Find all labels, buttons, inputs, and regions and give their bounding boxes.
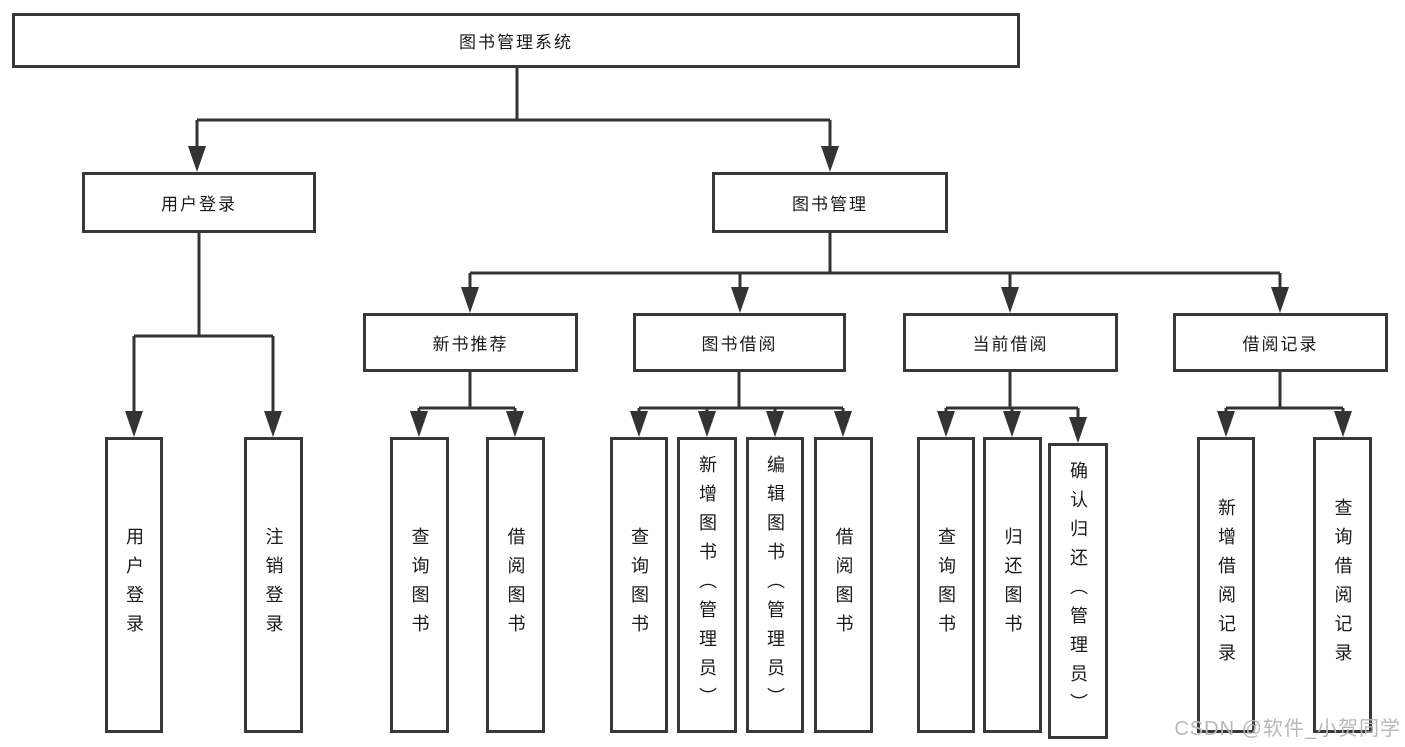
leaf-query-borrow-record-label: 查询借阅记录 (1332, 498, 1353, 672)
connector-user-login-branch (132, 233, 275, 415)
leaf-query-books-current: 查询图书 (917, 437, 975, 733)
leaf-query-books-recommend: 查询图书 (390, 437, 449, 733)
leaf-logout: 注销登录 (244, 437, 303, 733)
leaf-borrow-books-recommend-label: 借阅图书 (505, 527, 526, 643)
leaf-borrow-books-label: 借阅图书 (833, 527, 854, 643)
leaf-query-books-borrow-label: 查询图书 (629, 527, 649, 643)
node-library-system-label: 图书管理系统 (459, 33, 573, 52)
node-book-management: 图书管理 (712, 172, 948, 233)
node-book-borrowing: 图书借阅 (633, 313, 846, 372)
node-current-borrowing: 当前借阅 (903, 313, 1118, 372)
leaf-query-books-current-label: 查询图书 (936, 527, 956, 643)
node-user-login: 用户登录 (82, 172, 316, 233)
node-user-login-label: 用户登录 (161, 195, 237, 214)
leaf-borrow-books: 借阅图书 (814, 437, 873, 733)
node-new-book-recommend: 新书推荐 (363, 313, 578, 372)
leaf-user-login-label: 用户登录 (124, 527, 144, 643)
node-book-borrowing-label: 图书借阅 (701, 335, 778, 354)
leaf-user-login: 用户登录 (105, 437, 163, 733)
leaf-query-books-recommend-label: 查询图书 (409, 527, 430, 643)
leaf-confirm-return-admin: 确认归还（管理员） (1048, 443, 1108, 739)
connector-book-management-branch (468, 233, 1282, 291)
leaf-add-book-admin: 新增图书（管理员） (677, 437, 737, 733)
leaf-add-borrow-record: 新增借阅记录 (1197, 437, 1255, 733)
leaf-edit-book-admin: 编辑图书（管理员） (746, 437, 804, 733)
node-current-borrowing-label: 当前借阅 (972, 335, 1049, 354)
leaf-query-borrow-record: 查询借阅记录 (1313, 437, 1372, 733)
leaf-borrow-books-recommend: 借阅图书 (486, 437, 545, 733)
leaf-add-book-admin-label: 新增图书（管理员） (697, 454, 717, 716)
node-borrowing-records-label: 借阅记录 (1242, 335, 1319, 354)
connector-book-borrow-branch (637, 372, 845, 416)
node-library-system: 图书管理系统 (12, 13, 1020, 68)
leaf-confirm-return-admin-label: 确认归还（管理员） (1068, 460, 1088, 722)
connector-new-book-branch (417, 372, 517, 416)
node-new-book-recommend-label: 新书推荐 (432, 335, 509, 354)
connector-current-borrow-branch (944, 372, 1080, 422)
leaf-logout-label: 注销登录 (263, 527, 284, 643)
leaf-return-books: 归还图书 (983, 437, 1042, 733)
leaf-return-books-label: 归还图书 (1002, 527, 1023, 643)
connector-records-branch (1224, 372, 1345, 416)
node-borrowing-records: 借阅记录 (1173, 313, 1388, 372)
leaf-add-borrow-record-label: 新增借阅记录 (1216, 498, 1236, 672)
leaf-edit-book-admin-label: 编辑图书（管理员） (765, 454, 785, 716)
connector-root (195, 68, 832, 150)
csdn-watermark: CSDN @软件_小贺同学 (1174, 718, 1401, 740)
leaf-query-books-borrow: 查询图书 (610, 437, 668, 733)
node-book-management-label: 图书管理 (792, 195, 868, 214)
